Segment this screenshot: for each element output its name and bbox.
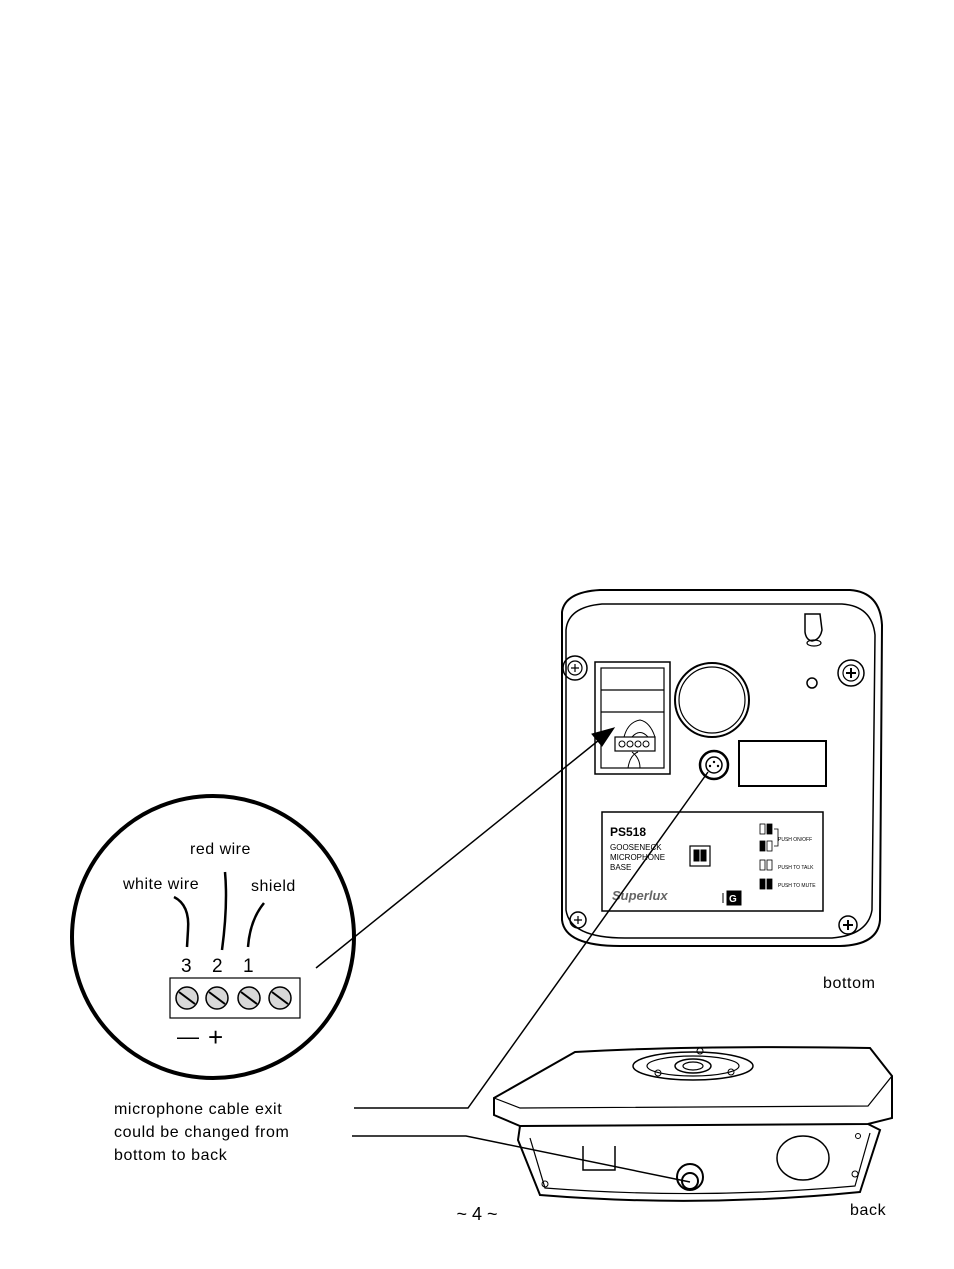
screw-top-right [837, 659, 865, 687]
screw-top-left [562, 655, 588, 681]
brand-logo: Superlux [612, 888, 668, 903]
leader-lines [315, 727, 709, 1183]
terminal-screw [237, 986, 261, 1010]
back-view-illustration [493, 1046, 893, 1202]
label-push-to-mute: PUSH TO MUTE [778, 883, 816, 889]
label-line-1: GOOSENECK [610, 843, 662, 852]
terminal-screw [268, 986, 292, 1010]
terminal-number-1: 1 [243, 956, 254, 977]
label-line-3: BASE [610, 863, 631, 872]
label-push-on-off: PUSH ON/OFF [778, 837, 812, 843]
label-white-wire: white wire [122, 876, 199, 893]
caption-line-3: bottom to back [114, 1147, 228, 1164]
terminal-screw [205, 986, 229, 1010]
caption-line-2: could be changed from [114, 1124, 290, 1141]
label-shield: shield [251, 878, 296, 895]
terminal-number-3: 3 [181, 956, 192, 977]
label-push-to-talk: PUSH TO TALK [778, 865, 814, 871]
label-red-wire: red wire [190, 841, 251, 858]
screw-bottom-right [838, 915, 858, 935]
svg-text:G: G [729, 894, 737, 905]
screw-bottom-left [569, 911, 587, 929]
label-model: PS518 [610, 825, 646, 839]
polarity-minus: — [177, 1024, 199, 1049]
polarity-plus: + [208, 1022, 223, 1052]
terminal-screw [175, 986, 199, 1010]
label-line-2: MICROPHONE [610, 853, 665, 862]
terminal-zoom-detail: red wire white wire shield 3 2 1 — + [70, 794, 356, 1080]
page-number: ~ 4 ~ [456, 1204, 498, 1224]
caption-line-1: microphone cable exit [114, 1101, 283, 1118]
view-label-bottom: bottom [823, 975, 876, 992]
terminal-number-2: 2 [212, 956, 223, 977]
bottom-view-illustration: G PS518 GOOSENECK MICROPHONE BASE Superl… [561, 589, 884, 947]
view-label-back: back [850, 1202, 887, 1219]
